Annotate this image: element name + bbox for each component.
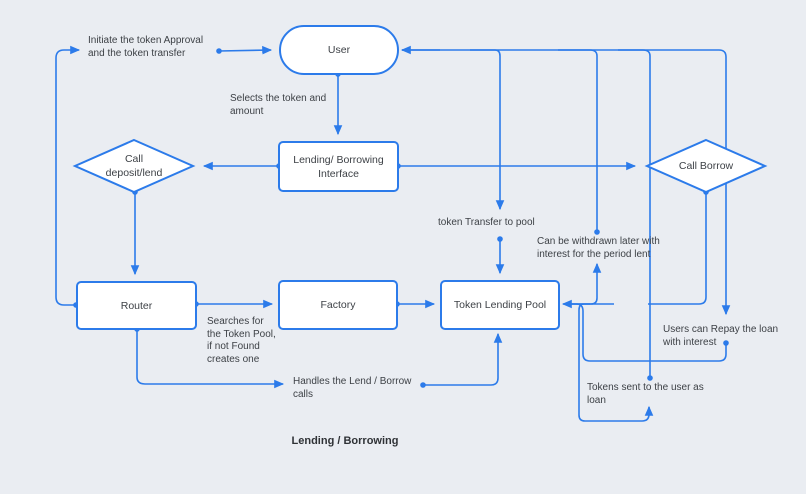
edge-withdrawn-lower xyxy=(568,262,602,305)
call-borrow-node[interactable] xyxy=(644,138,768,194)
diagram-title: Lending / Borrowing xyxy=(291,435,399,447)
edge-label-searches: Searches for the Token Pool, if not Foun… xyxy=(207,316,276,365)
user-node[interactable] xyxy=(279,25,399,75)
dot-tokens-sent xyxy=(647,375,653,381)
edge-label-tokens-sent: Tokens sent to the user as loan xyxy=(587,382,704,406)
call-deposit-label: Call deposit/lend xyxy=(105,153,163,179)
edge-tokens-sent-upper xyxy=(618,49,651,378)
pool-node-label: Token Lending Pool xyxy=(453,299,547,311)
dot-token-transfer xyxy=(497,236,503,242)
edge-label-repay: Users can Repay the loan with interest xyxy=(663,324,779,348)
router-node-label: Router xyxy=(120,299,153,312)
interface-node[interactable] xyxy=(278,141,399,192)
pool-node[interactable] xyxy=(440,280,560,330)
user-node-label: User xyxy=(327,44,351,56)
edge-repay-lower xyxy=(568,303,727,362)
router-node[interactable] xyxy=(76,281,197,330)
dot-repay xyxy=(723,340,729,346)
edge-router-to-user-left xyxy=(55,45,81,306)
edge-label-selects: Selects the token and amount xyxy=(230,93,327,117)
interface-node-label: Lending/ Borrowing Interface xyxy=(293,153,384,180)
dot-initiate xyxy=(216,48,222,54)
edge-token-transfer-upper xyxy=(470,49,505,211)
edge-label-withdrawn: Can be withdrawn later with interest for… xyxy=(537,236,660,260)
factory-node[interactable] xyxy=(278,280,398,330)
edge-label-token-transfer: token Transfer to pool xyxy=(438,217,535,228)
factory-node-label: Factory xyxy=(320,299,356,311)
edge-withdrawn-upper xyxy=(558,49,598,232)
call-deposit-node[interactable] xyxy=(72,138,196,194)
edge-label-handles: Handles the Lend / Borrow calls xyxy=(293,376,412,400)
edge-top-bus-repay xyxy=(402,49,731,316)
edge-initiate-to-user xyxy=(218,45,273,55)
edge-router-handles-2 xyxy=(423,332,503,386)
dot-handles xyxy=(420,382,426,388)
dot-withdrawn xyxy=(594,229,600,235)
edge-borrow-to-pool xyxy=(648,192,707,305)
edge-label-initiate: Initiate the token Approval and the toke… xyxy=(88,35,204,59)
edge-router-handles-1 xyxy=(136,329,285,389)
call-borrow-label: Call Borrow xyxy=(678,160,734,172)
